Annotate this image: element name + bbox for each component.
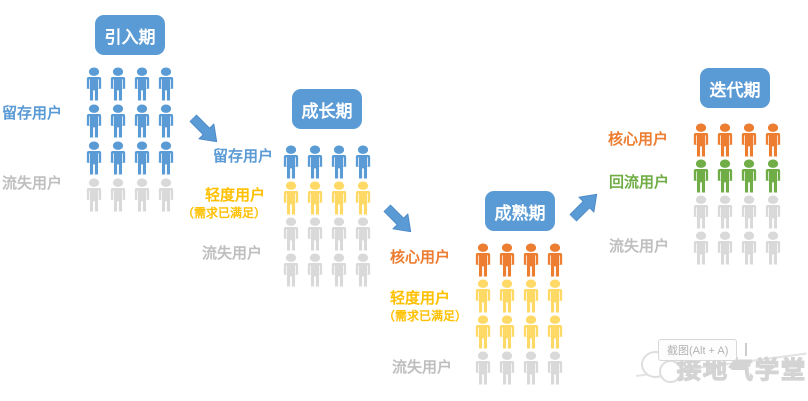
group-label-iteration: 核心用户 — [608, 131, 669, 148]
gray-person-icon — [472, 351, 494, 385]
gray-person-icon — [328, 217, 350, 251]
green-person-icon — [762, 159, 784, 193]
group-label-growth: 留存用户 — [213, 148, 274, 165]
group-label-maturity: 核心用户 — [390, 249, 451, 266]
green-person-icon — [738, 159, 760, 193]
orange-person-icon — [714, 123, 736, 157]
blue-person-icon — [131, 104, 153, 138]
gray-person-icon — [714, 195, 736, 229]
yellow-person-icon — [352, 181, 374, 215]
gray-person-icon — [738, 231, 760, 265]
yellow-person-icon — [496, 315, 518, 349]
stage-title-iteration: 迭代期 — [700, 68, 770, 108]
yellow-person-icon — [496, 279, 518, 313]
yellow-person-icon — [544, 279, 566, 313]
orange-person-icon — [472, 243, 494, 277]
gray-person-icon — [520, 351, 542, 385]
group-label-growth: 流失用户 — [202, 245, 263, 262]
gray-person-icon — [714, 231, 736, 265]
blue-person-icon — [107, 67, 129, 101]
orange-person-icon — [496, 243, 518, 277]
group-label-introduction: 留存用户 — [2, 105, 63, 122]
stage-title-growth: 成长期 — [292, 89, 362, 129]
gray-person-icon — [328, 253, 350, 287]
gray-person-icon — [280, 253, 302, 287]
yellow-person-icon — [304, 181, 326, 215]
screenshot-hint-badge: 截图(Alt + A) — [658, 339, 738, 361]
blue-person-icon — [131, 67, 153, 101]
gray-person-icon — [155, 178, 177, 212]
group-label-iteration: 回流用户 — [609, 174, 670, 191]
gray-person-icon — [280, 217, 302, 251]
yellow-person-icon — [328, 181, 350, 215]
yellow-person-icon — [472, 279, 494, 313]
yellow-person-icon — [520, 315, 542, 349]
blue-person-icon — [107, 104, 129, 138]
blue-person-icon — [155, 67, 177, 101]
blue-person-icon — [83, 67, 105, 101]
orange-person-icon — [690, 123, 712, 157]
blue-person-icon — [131, 141, 153, 175]
flow-arrow-icon — [185, 110, 225, 150]
blue-person-icon — [83, 141, 105, 175]
gray-person-icon — [496, 351, 518, 385]
gray-person-icon — [304, 253, 326, 287]
brand-watermark-text: 接地气学堂 — [676, 356, 807, 384]
group-label-growth: （需求已满足） — [182, 206, 267, 220]
blue-person-icon — [155, 104, 177, 138]
green-person-icon — [714, 159, 736, 193]
blue-person-icon — [328, 145, 350, 179]
group-label-growth: 轻度用户 — [205, 187, 266, 204]
blue-person-icon — [107, 141, 129, 175]
blue-person-icon — [280, 145, 302, 179]
orange-person-icon — [544, 243, 566, 277]
flow-arrow-icon — [379, 200, 419, 240]
gray-person-icon — [304, 217, 326, 251]
group-label-introduction: 流失用户 — [2, 175, 63, 192]
group-label-maturity: 流失用户 — [392, 359, 453, 376]
yellow-person-icon — [472, 315, 494, 349]
group-label-maturity: 轻度用户 — [390, 290, 451, 307]
yellow-person-icon — [280, 181, 302, 215]
gray-person-icon — [352, 217, 374, 251]
flow-arrow-icon — [565, 186, 605, 226]
orange-person-icon — [762, 123, 784, 157]
gray-person-icon — [738, 195, 760, 229]
gray-person-icon — [762, 231, 784, 265]
gray-person-icon — [690, 231, 712, 265]
stage-title-maturity: 成熟期 — [485, 191, 555, 231]
green-person-icon — [690, 159, 712, 193]
blue-person-icon — [304, 145, 326, 179]
yellow-person-icon — [544, 315, 566, 349]
orange-person-icon — [738, 123, 760, 157]
gray-person-icon — [83, 178, 105, 212]
group-label-iteration: 流失用户 — [609, 238, 670, 255]
gray-person-icon — [762, 195, 784, 229]
orange-person-icon — [520, 243, 542, 277]
brand-logo-icon — [659, 360, 682, 383]
yellow-person-icon — [520, 279, 542, 313]
blue-person-icon — [155, 141, 177, 175]
gray-person-icon — [544, 351, 566, 385]
stage-title-introduction: 引入期 — [95, 15, 165, 55]
gray-person-icon — [107, 178, 129, 212]
gray-person-icon — [131, 178, 153, 212]
text-cursor-icon — [745, 343, 747, 356]
gray-person-icon — [352, 253, 374, 287]
gray-person-icon — [690, 195, 712, 229]
group-label-maturity: （需求已满足） — [383, 309, 468, 323]
blue-person-icon — [83, 104, 105, 138]
blue-person-icon — [352, 145, 374, 179]
